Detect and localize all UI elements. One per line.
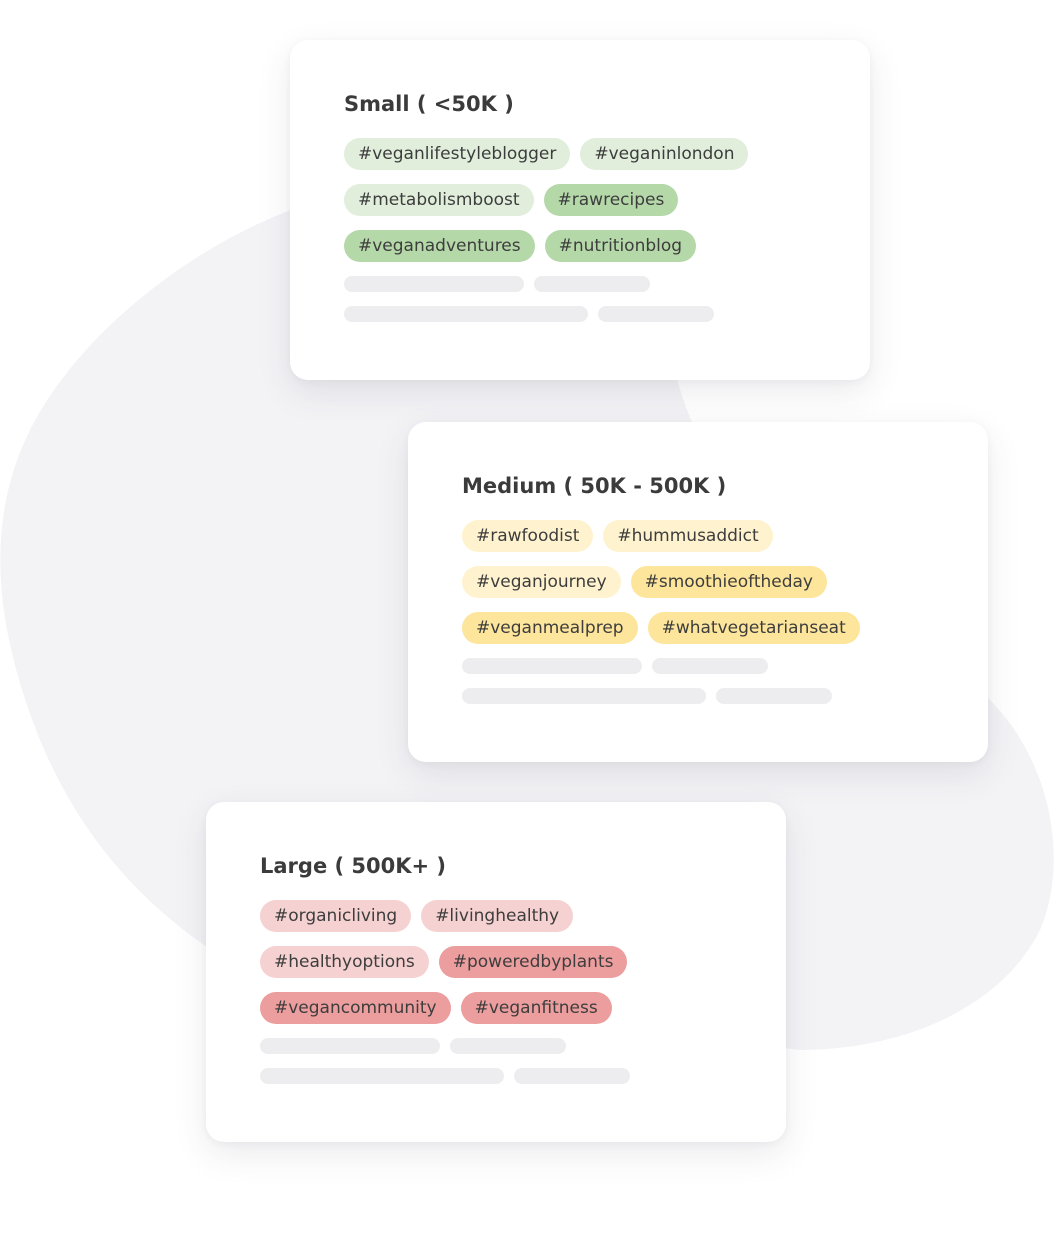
tier-title: Large ( 500K+ )	[260, 854, 447, 878]
hashtag-chip[interactable]: #healthyoptions	[260, 946, 429, 978]
hashtag-chip[interactable]: #livinghealthy	[421, 900, 574, 932]
hashtag-chip[interactable]: #metabolismboost	[344, 184, 534, 216]
hashtag-chip[interactable]: #veganmealprep	[462, 612, 638, 644]
hashtag-chip[interactable]: #organicliving	[260, 900, 412, 932]
tier-title: Medium ( 50K - 500K )	[462, 474, 727, 498]
placeholder-line	[598, 306, 714, 322]
tag-row: #organicliving #livinghealthy	[260, 900, 732, 932]
hashtag-chip[interactable]: #veganjourney	[462, 566, 621, 598]
tag-row: #veganjourney #smoothieoftheday	[462, 566, 934, 598]
tag-row: #veganmealprep #whatvegetarianseat	[462, 612, 934, 644]
hashtag-chip[interactable]: #hummusaddict	[603, 520, 773, 552]
placeholder-line	[260, 1038, 440, 1054]
placeholder-lines	[344, 276, 816, 322]
tag-row: #vegancommunity #veganfitness	[260, 992, 732, 1024]
hashtag-chip[interactable]: #veganlifestyleblogger	[344, 138, 571, 170]
placeholder-line	[260, 1068, 504, 1084]
hashtag-chip[interactable]: #nutritionblog	[544, 230, 697, 262]
hashtag-chip[interactable]: #whatvegetarianseat	[647, 612, 860, 644]
placeholder-line	[344, 306, 588, 322]
hashtag-chip[interactable]: #poweredbyplants	[438, 946, 628, 978]
hashtag-chip[interactable]: #veganfitness	[460, 992, 612, 1024]
tier-title: Small ( <50K )	[344, 92, 514, 116]
placeholder-line	[462, 688, 706, 704]
placeholder-line	[462, 658, 642, 674]
hashtag-chip[interactable]: #veganinlondon	[580, 138, 749, 170]
tag-row: #healthyoptions #poweredbyplants	[260, 946, 732, 978]
placeholder-line	[514, 1068, 630, 1084]
placeholder-line	[716, 688, 832, 704]
placeholder-lines	[260, 1038, 732, 1084]
tag-row: #veganlifestyleblogger #veganinlondon	[344, 138, 816, 170]
hashtag-chip[interactable]: #smoothieoftheday	[630, 566, 827, 598]
tag-row: #metabolismboost #rawrecipes	[344, 184, 816, 216]
placeholder-line	[344, 276, 524, 292]
hashtag-chip[interactable]: #vegancommunity	[260, 992, 451, 1024]
tag-row: #rawfoodist #hummusaddict	[462, 520, 934, 552]
tier-card-large: Large ( 500K+ ) #organicliving #livinghe…	[206, 802, 786, 1142]
placeholder-line	[652, 658, 768, 674]
tag-row: #veganadventures #nutritionblog	[344, 230, 816, 262]
hashtag-chip[interactable]: #veganadventures	[344, 230, 535, 262]
hashtag-chip[interactable]: #rawfoodist	[462, 520, 594, 552]
tier-card-small: Small ( <50K ) #veganlifestyleblogger #v…	[290, 40, 870, 380]
hashtag-chip[interactable]: #rawrecipes	[543, 184, 679, 216]
placeholder-line	[450, 1038, 566, 1054]
placeholder-lines	[462, 658, 934, 704]
tier-card-medium: Medium ( 50K - 500K ) #rawfoodist #hummu…	[408, 422, 988, 762]
placeholder-line	[534, 276, 650, 292]
